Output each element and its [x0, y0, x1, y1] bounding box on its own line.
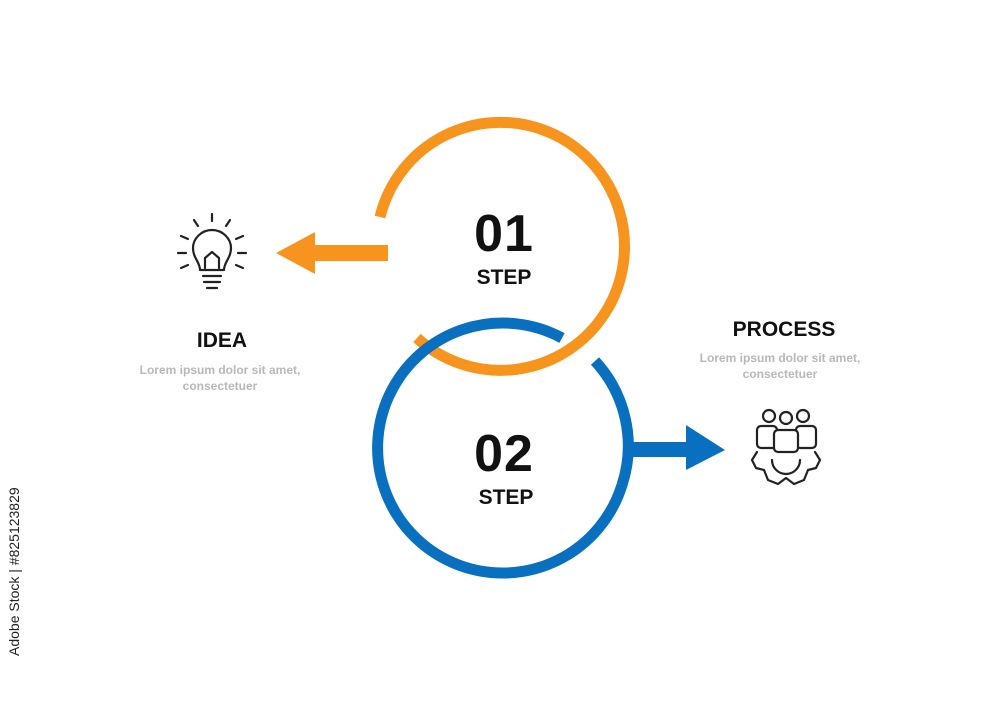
step-01-number: 01	[474, 205, 534, 263]
process-title: PROCESS	[732, 318, 836, 341]
process-description: Lorem ipsum dolor sit amet, consectetuer	[680, 350, 880, 382]
step-01-arrow	[276, 232, 388, 274]
process-desc-line-2: consectetuer	[742, 367, 818, 381]
step-02-number: 02	[474, 425, 534, 483]
idea-description: Lorem ipsum dolor sit amet, consectetuer	[120, 362, 320, 394]
step-02-ring	[372, 317, 634, 579]
step-01-label: STEP	[476, 266, 532, 289]
idea-title: IDEA	[196, 329, 248, 352]
step-01-ring	[374, 116, 630, 376]
idea-desc-line-1: Lorem ipsum dolor sit amet,	[139, 363, 301, 377]
lightbulb-icon	[176, 212, 248, 290]
team-gear-icon	[750, 408, 822, 486]
process-desc-line-1: Lorem ipsum dolor sit amet,	[699, 351, 861, 365]
stock-id-watermark: Adobe Stock | #825123829	[6, 487, 22, 657]
idea-desc-line-2: consectetuer	[182, 379, 258, 393]
step-02-arrow	[626, 425, 725, 470]
step-02-label: STEP	[478, 486, 534, 509]
